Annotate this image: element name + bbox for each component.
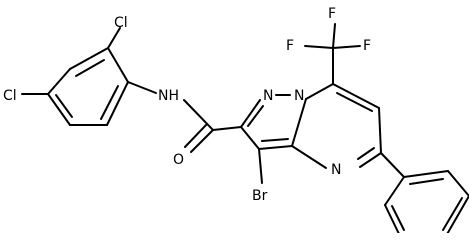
molecule-drawing: Cl Cl NH O N N N Br F F F [3, 6, 469, 233]
dichlorophenyl-ring [47, 47, 129, 126]
fluorine-label-right: F [363, 38, 371, 54]
phenyl-ring [384, 170, 469, 233]
pyrimidine-ring [291, 83, 382, 169]
bond-nh-carbonyl [183, 99, 214, 131]
bond-to-phenyl [380, 152, 405, 178]
fluorine-label-center: F [328, 6, 336, 22]
nitrogen-label-pyrazole: N [263, 88, 273, 104]
chlorine-label-top: Cl [114, 15, 128, 31]
fluorine-label-left: F [286, 38, 294, 54]
bond-c-nh [127, 81, 157, 94]
nitrogen-label-pyrimidine: N [331, 162, 341, 178]
nh-label: NH [158, 88, 179, 104]
oxygen-label: O [173, 152, 184, 168]
pyrazole-ring [240, 94, 307, 150]
bond-c-br [258, 148, 263, 184]
trifluoromethyl-group [304, 23, 361, 85]
bond-carbonyl-ring [212, 126, 242, 131]
nitrogen-label-bridge: N [294, 88, 304, 104]
bond-c-cl-top [107, 27, 121, 49]
bromine-label: Br [252, 188, 268, 204]
carbonyl-double-bond [184, 124, 214, 153]
chlorine-label-left: Cl [3, 88, 17, 104]
structure-canvas: Cl Cl NH O N N N Br F F F [3, 6, 469, 233]
